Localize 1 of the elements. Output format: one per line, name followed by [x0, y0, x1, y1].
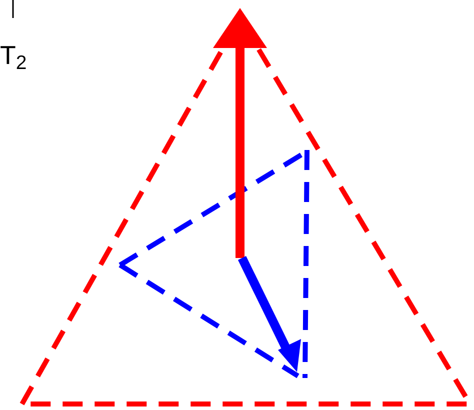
axis-label: T$_{2}$ [0, 42, 27, 68]
